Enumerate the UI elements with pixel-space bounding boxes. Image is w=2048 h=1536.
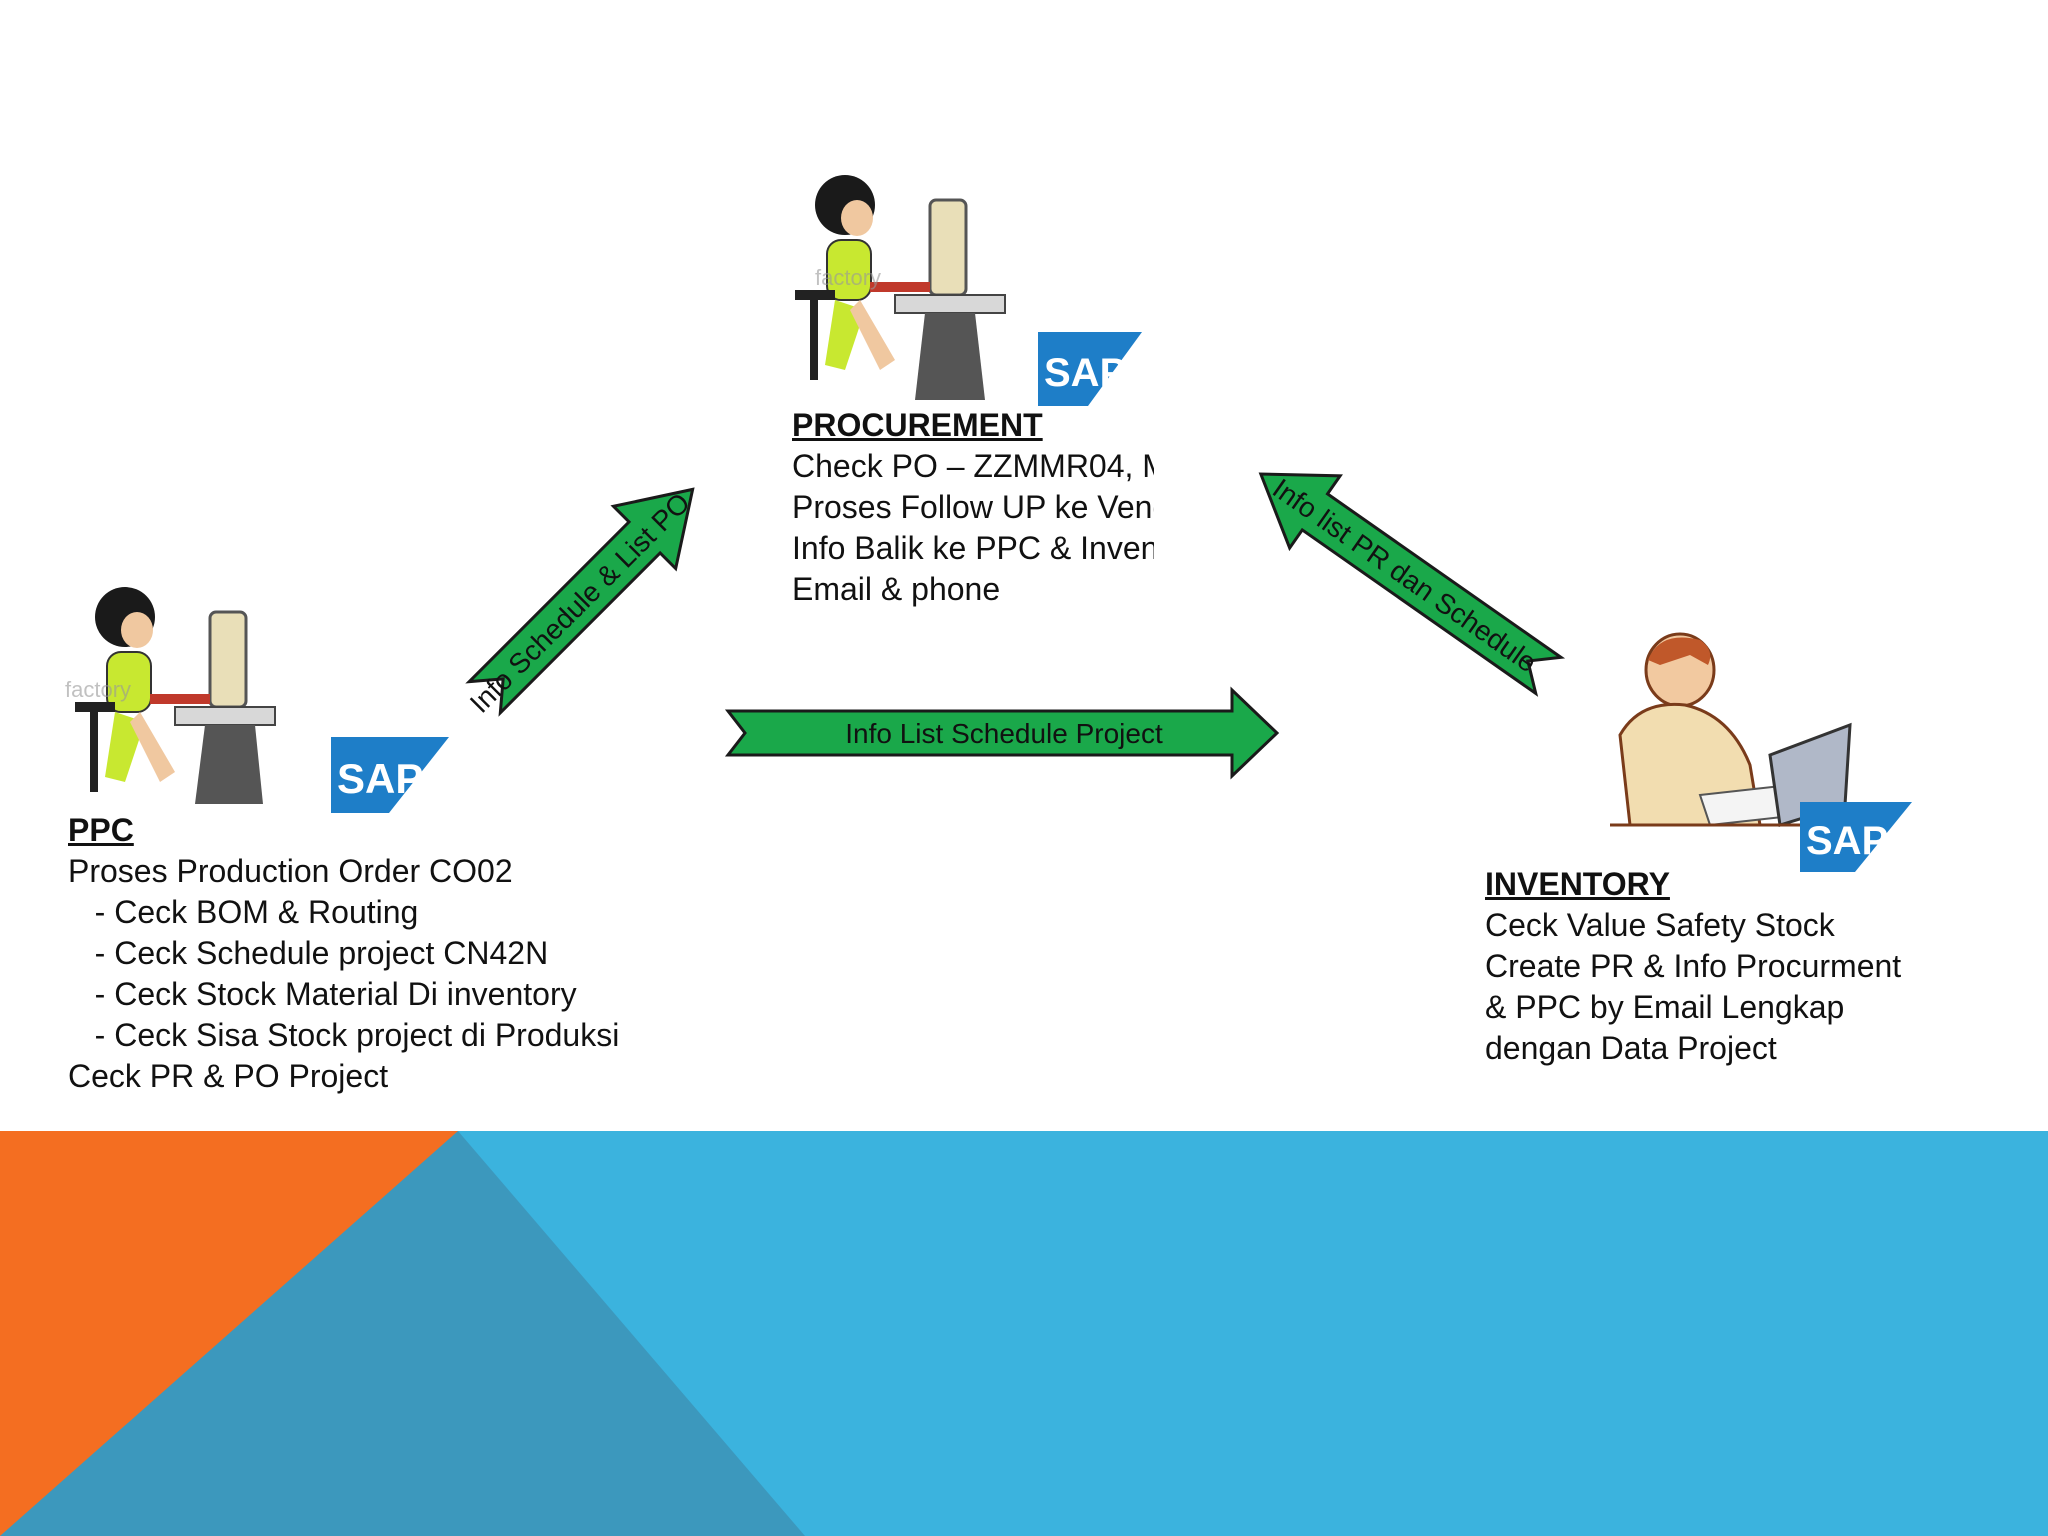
procurement-description: PROCUREMENT Check PO – ZZMMR04, ME2 Pros…	[792, 405, 1258, 610]
ppc-line: Proses Production Order CO02	[68, 853, 513, 889]
procurement-line: Email & phone	[792, 571, 1001, 607]
procurement-line: Proses Follow UP ke Vendor	[792, 489, 1199, 525]
arrow-label-ppc-to-procurement: Info Schedule & List PO	[464, 487, 696, 719]
ppc-line: - Ceck Sisa Stock project di Produksi	[68, 1017, 620, 1053]
ppc-line: - Ceck Schedule project CN42N	[68, 935, 549, 971]
procurement-worker-illustration: factory	[795, 175, 1006, 400]
arrow-inventory-to-procurement: Info list PR dan Schedule	[1258, 472, 1566, 697]
ppc-description: PPC Proses Production Order CO02 - Ceck …	[68, 810, 768, 1097]
sap-logo-ppc: SAP	[331, 737, 449, 813]
inventory-description: INVENTORY Ceck Value Safety Stock Create…	[1485, 864, 2005, 1069]
svg-text:SAP: SAP	[1044, 351, 1126, 395]
ppc-title: PPC	[68, 812, 134, 848]
ppc-worker-illustration: factory	[65, 587, 276, 804]
ppc-line: - Ceck Stock Material Di inventory	[68, 976, 577, 1012]
arrow-label-inventory-to-procurement: Info list PR dan Schedule	[1267, 473, 1542, 679]
svg-text:factory: factory	[815, 265, 881, 290]
arrow-label-ppc-to-inventory: Info List Schedule Project	[845, 718, 1163, 749]
arrow-ppc-to-inventory: Info List Schedule Project	[724, 686, 1280, 780]
procurement-line: Check PO – ZZMMR04, ME2	[792, 448, 1209, 484]
sap-logo-inventory: SAP	[1800, 802, 1912, 872]
procurement-line: Info Balik ke PPC & Inventory By	[792, 530, 1258, 566]
ppc-line: Ceck PR & PO Project	[68, 1058, 389, 1094]
ppc-line: - Ceck BOM & Routing	[68, 894, 419, 930]
svg-text:SAP: SAP	[337, 755, 423, 802]
svg-text:factory: factory	[65, 677, 131, 702]
flow-arrows: Info Schedule & List PO Info List Schedu…	[464, 472, 1566, 780]
footer-orange-triangle	[0, 1131, 458, 1536]
inventory-worker-illustration	[1610, 632, 1852, 827]
inventory-line: Ceck Value Safety Stock	[1485, 907, 1835, 943]
inventory-line: dengan Data Project	[1485, 1030, 1777, 1066]
arrow-ppc-to-procurement: Info Schedule & List PO	[464, 487, 696, 719]
sap-logo-procurement: SAP	[1038, 332, 1142, 406]
inventory-line: & PPC by Email Lengkap	[1485, 989, 1845, 1025]
inventory-line: Create PR & Info Procurment	[1485, 948, 1902, 984]
svg-text:SAP: SAP	[1806, 819, 1888, 863]
inventory-title: INVENTORY	[1485, 866, 1670, 902]
procurement-title: PROCUREMENT	[792, 407, 1043, 443]
